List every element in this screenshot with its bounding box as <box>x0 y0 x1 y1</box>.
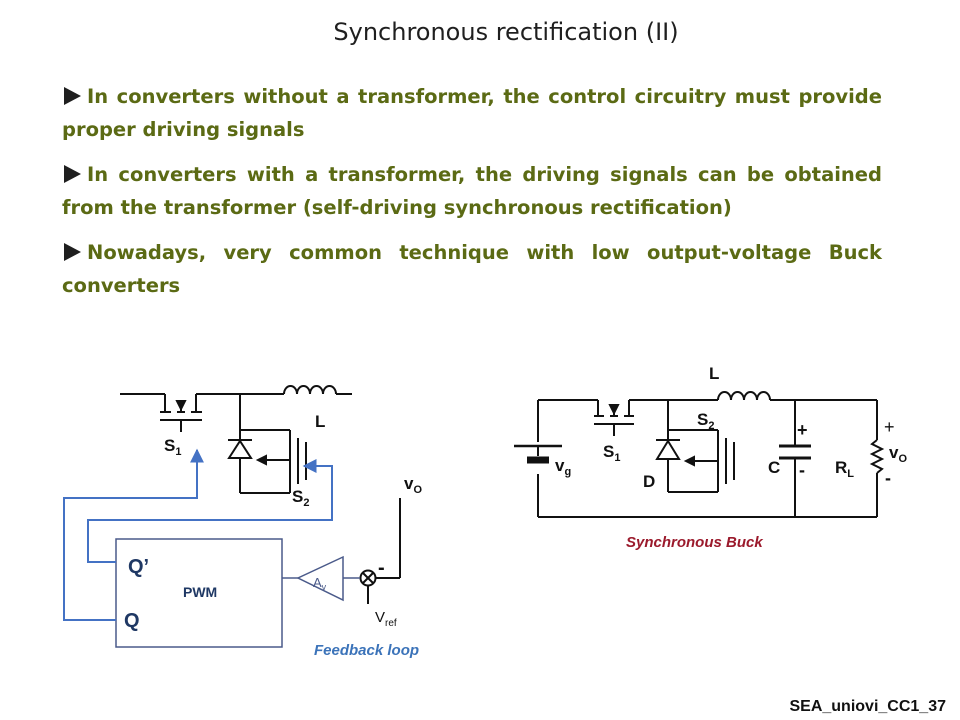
capacitor-plus-label: + <box>797 420 808 440</box>
inductor-l-symbol-right <box>717 391 771 401</box>
vg-label: vg <box>555 456 571 478</box>
capacitor-minus-label: - <box>799 460 805 480</box>
vo-label-right: vO <box>889 443 907 465</box>
pwm-label: PWM <box>183 584 217 600</box>
bullet-item: In converters without a transformer, the… <box>62 80 882 146</box>
synchronous-buck-caption: Synchronous Buck <box>626 534 763 551</box>
slide-title: Synchronous rectification (II) <box>333 18 679 46</box>
switch-s2-symbol-right <box>655 400 735 493</box>
resistor-rl-label: RL <box>835 458 854 480</box>
feedback-loop-caption: Feedback loop <box>314 642 419 659</box>
vref-label: Vref <box>375 609 397 629</box>
s2-label-right: S2 <box>697 410 714 432</box>
bullet-text: In converters without a transformer, the… <box>62 85 882 141</box>
slide-footer: SEA_uniovi_CC1_37 <box>789 698 946 715</box>
gate-drive-wires <box>63 448 333 621</box>
s2-label: S2 <box>292 487 309 509</box>
s1-label: S1 <box>164 436 181 458</box>
right-circuit <box>514 391 885 518</box>
bullet-list: In converters without a transformer, the… <box>62 80 882 314</box>
vo-label-left: vO <box>404 474 422 496</box>
amplifier-av-label: Av <box>313 575 327 592</box>
switch-s1-symbol <box>160 394 202 432</box>
inductor-l-symbol <box>283 385 337 395</box>
capacitor-c-label: C <box>768 458 780 477</box>
inductor-l-label: L <box>315 412 325 431</box>
resistor-rl-symbol <box>869 400 885 517</box>
bullet-text: In converters with a transformer, the dr… <box>62 163 882 219</box>
output-minus-label: - <box>885 468 891 488</box>
minus-sign-label: - <box>378 557 385 579</box>
bullet-item: Nowadays, very common technique with low… <box>62 236 882 302</box>
pwm-q-label: Q <box>124 610 140 632</box>
left-circuit <box>115 385 401 648</box>
arrow-bullet-icon <box>64 243 81 261</box>
arrow-bullet-icon <box>64 165 81 183</box>
diode-d-label: D <box>643 472 655 491</box>
arrow-bullet-icon <box>64 87 81 105</box>
switch-s1-symbol-right <box>594 400 634 436</box>
output-plus-label: + <box>884 417 895 437</box>
bullet-item: In converters with a transformer, the dr… <box>62 158 882 224</box>
inductor-l-label-right: L <box>709 364 719 383</box>
switch-s2-symbol <box>227 394 322 494</box>
s1-label-right: S1 <box>603 442 620 464</box>
pwm-q-prime-label: Q’ <box>128 556 149 578</box>
bullet-text: Nowadays, very common technique with low… <box>62 241 882 297</box>
capacitor-c-symbol <box>779 400 811 517</box>
